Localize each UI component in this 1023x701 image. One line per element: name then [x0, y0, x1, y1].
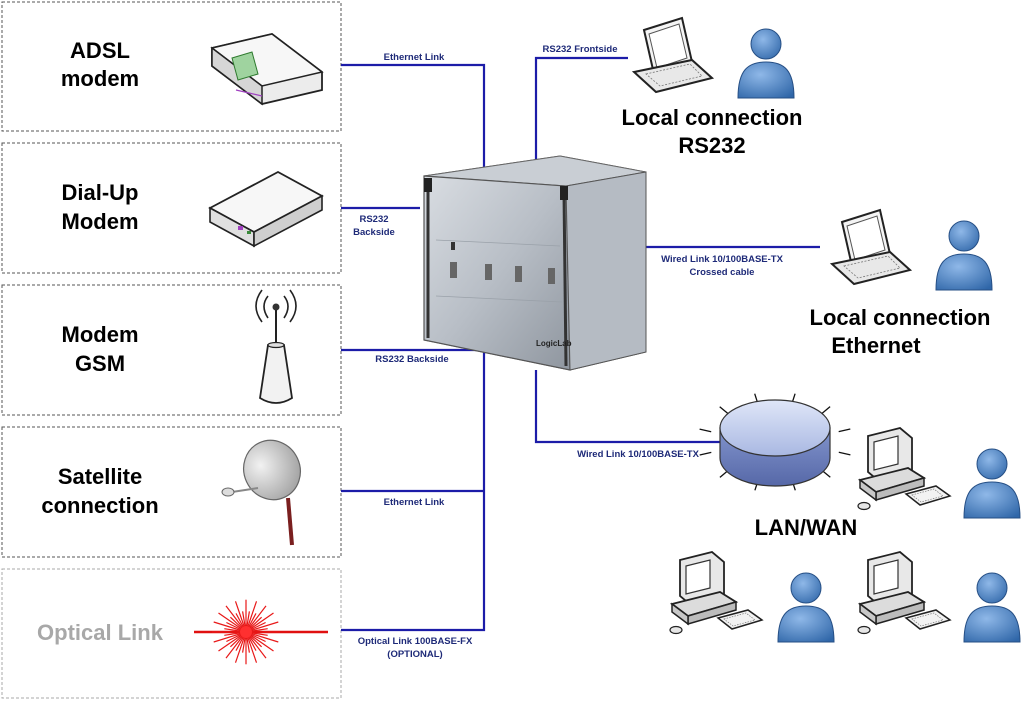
optical-label: Optical Link — [37, 620, 164, 645]
local-rs232-label-line2: RS232 — [678, 133, 745, 158]
device-brand-label: LogicLab — [536, 339, 572, 348]
wired-crossed-label-line1: Wired Link 10/100BASE-TX — [661, 254, 784, 265]
ethernet-link-label-top: Ethernet Link — [384, 52, 445, 63]
adsl-modem-icon — [210, 33, 324, 106]
lan-wan-group: LAN/WAN — [669, 393, 1021, 643]
rs232-backside-label-line1: RS232 — [359, 214, 388, 225]
dialup-label-line2: Modem — [62, 209, 139, 234]
source-box-dialup: Dial-Up Modem — [1, 142, 342, 274]
network-hub-icon — [699, 393, 851, 491]
satellite-dish-icon — [221, 439, 301, 546]
local-eth-label-line2: Ethernet — [831, 333, 921, 358]
gsm-antenna-icon — [255, 289, 297, 404]
dialup-label-line1: Dial-Up — [62, 180, 139, 205]
source-box-adsl: ADSL modem — [1, 1, 342, 132]
gsm-label-line2: GSM — [75, 351, 125, 376]
person-icon — [963, 572, 1021, 643]
link-lines — [341, 56, 820, 632]
wired-crossed-label-line2: Crossed cable — [690, 267, 755, 278]
source-box-optical: Optical Link — [1, 568, 342, 699]
source-box-gsm: Modem GSM — [1, 284, 342, 416]
gsm-label-line1: Modem — [62, 322, 139, 347]
laser-icon — [194, 599, 328, 665]
ethernet-link-label-satellite: Ethernet Link — [384, 497, 445, 508]
source-box-satellite: Satellite connection — [1, 426, 342, 558]
laptop-icon — [831, 209, 911, 285]
person-icon — [737, 28, 795, 99]
optical-link-label-line2: (OPTIONAL) — [387, 649, 442, 660]
wired-lan-label: Wired Link 10/100BASE-TX — [577, 449, 700, 460]
local-rs232-group: Local connection RS232 — [622, 17, 803, 158]
satellite-label-line2: connection — [41, 493, 158, 518]
local-rs232-label-line1: Local connection — [622, 105, 803, 130]
local-ethernet-group: Local connection Ethernet — [810, 209, 993, 358]
person-icon — [777, 572, 835, 643]
desktop-computer-icon — [669, 551, 763, 635]
rs232-frontside-label: RS232 Frontside — [543, 44, 618, 55]
optical-link-label-line1: Optical Link 100BASE-FX — [358, 636, 473, 647]
dialup-modem-icon — [208, 170, 324, 248]
person-icon — [935, 220, 993, 291]
desktop-computer-icon — [857, 551, 951, 635]
person-icon — [963, 448, 1021, 519]
central-rack-device: LogicLab — [423, 155, 647, 371]
lan-wan-label: LAN/WAN — [755, 515, 858, 540]
adsl-label-line2: modem — [61, 66, 139, 91]
local-eth-label-line1: Local connection — [810, 305, 991, 330]
rs232-backside-gsm-label: RS232 Backside — [375, 354, 448, 365]
satellite-label-line1: Satellite — [58, 464, 142, 489]
rs232-backside-label-line2: Backside — [353, 227, 395, 238]
laptop-icon — [633, 17, 713, 93]
desktop-computer-icon — [857, 427, 951, 511]
adsl-label-line1: ADSL — [70, 38, 130, 63]
